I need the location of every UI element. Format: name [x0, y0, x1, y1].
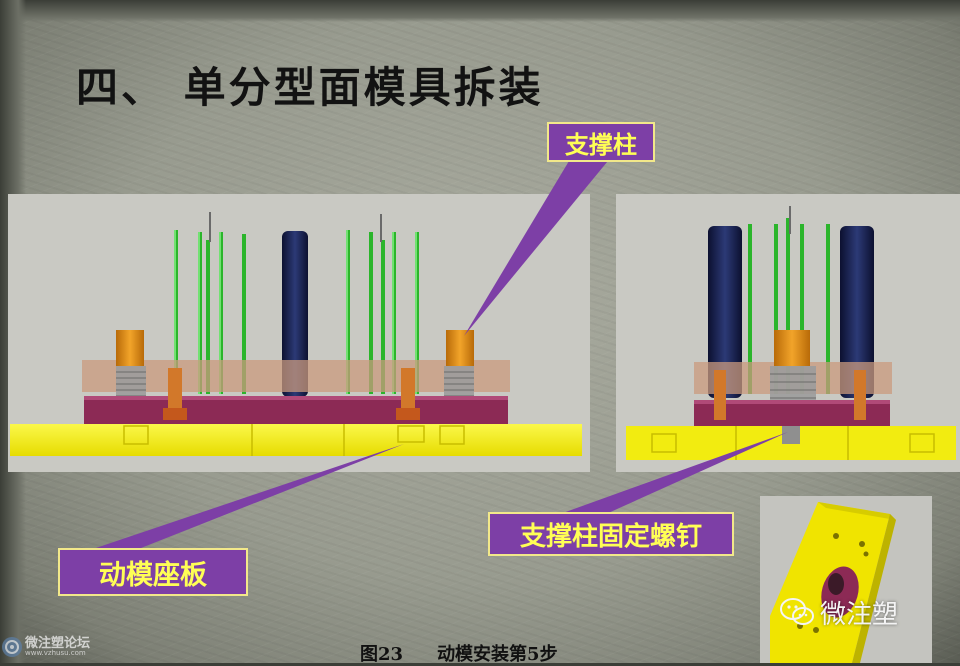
callout-pillar-screw: 支撑柱固定螺钉 [488, 512, 734, 556]
slide-title: 四、 单分型面模具拆装 [76, 63, 544, 112]
figure-text: 动模安装第5步 [437, 644, 558, 665]
callout-moving-clamp-plate: 动模座板 [58, 548, 248, 596]
figure-number: 图23 [360, 644, 404, 665]
wechat-icon [780, 598, 814, 626]
callout-support-pillar: 支撑柱 [547, 122, 655, 162]
mold-front-view-image [8, 194, 590, 472]
mold-side-view-image [616, 194, 960, 472]
wechat-brand-text: 微注塑 [820, 599, 899, 630]
forum-watermark: 微注塑论坛 www.vzhusu.com [2, 632, 112, 662]
forum-name: 微注塑论坛 [25, 636, 91, 651]
forum-logo-icon [2, 637, 22, 657]
wechat-watermark: 微注塑 [780, 594, 930, 630]
dark-top-edge [0, 0, 960, 22]
forum-url: www.vzhusu.com [25, 649, 86, 657]
figure-caption: 图23 动模安装第5步 [360, 640, 690, 665]
